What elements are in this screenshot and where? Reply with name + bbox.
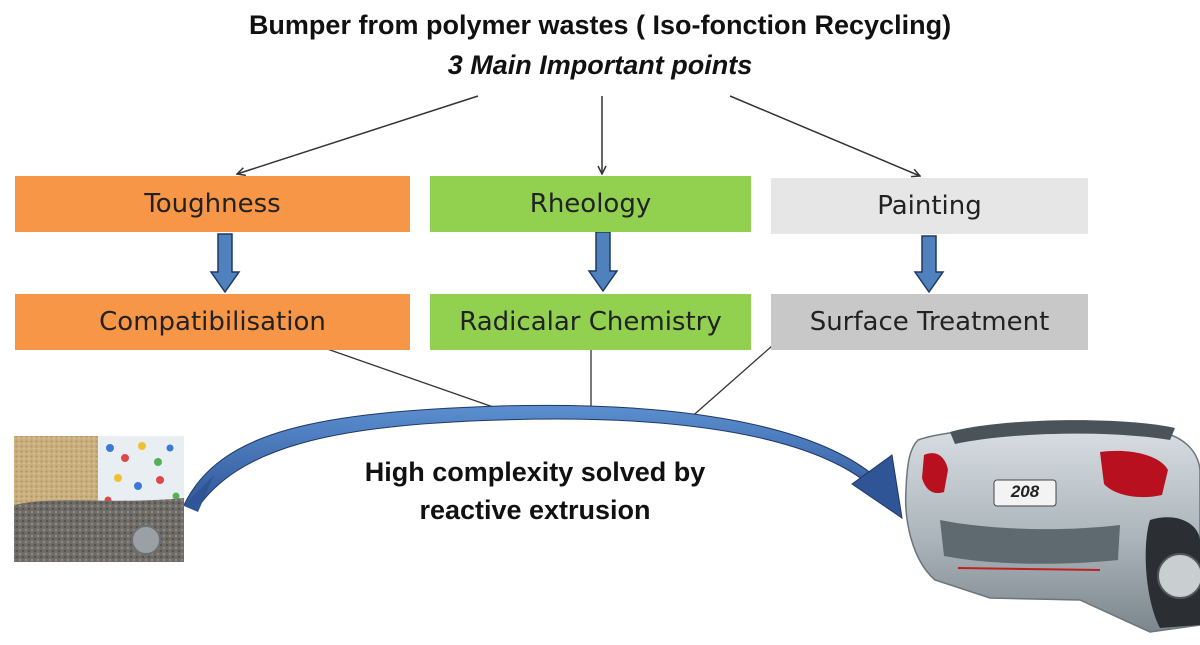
line-surface-to-curve [687,345,773,421]
compatibilisation-label: Compatibilisation [99,307,326,337]
car-badge: 208 [1010,482,1040,501]
toughness-box: Toughness [15,176,410,232]
arrow-to-painting [729,95,920,176]
down-arrow-painting [913,235,945,294]
surface-treatment-label: Surface Treatment [809,307,1050,337]
center-text-line2: reactive extrusion [419,495,651,525]
rheology-box: Rheology [430,176,751,232]
center-conclusion: High complexity solved by reactive extru… [330,453,740,529]
compatibilisation-box: Compatibilisation [15,294,410,350]
car-image [904,420,1200,633]
diagram-title: Bumper from polymer wastes ( Iso-fonctio… [248,10,952,40]
down-arrow-rheology [587,231,619,293]
radicalar-chemistry-box: Radicalar Chemistry [430,294,751,350]
center-text-line1: High complexity solved by [364,457,706,487]
radicalar-chemistry-label: Radicalar Chemistry [459,307,722,337]
polymer-waste-image [14,436,184,562]
rheology-label: Rheology [529,189,652,219]
toughness-label: Toughness [144,189,281,219]
diagram-subtitle: 3 Main Important points [447,50,753,80]
painting-box: Painting [771,178,1088,234]
arrow-to-toughness [237,95,479,174]
curved-arrow-head [851,454,903,520]
line-compat-to-curve [312,343,497,409]
down-arrow-toughness [209,233,241,294]
surface-treatment-box: Surface Treatment [771,294,1088,350]
curved-arrow-tail [184,475,214,512]
painting-label: Painting [877,191,982,221]
